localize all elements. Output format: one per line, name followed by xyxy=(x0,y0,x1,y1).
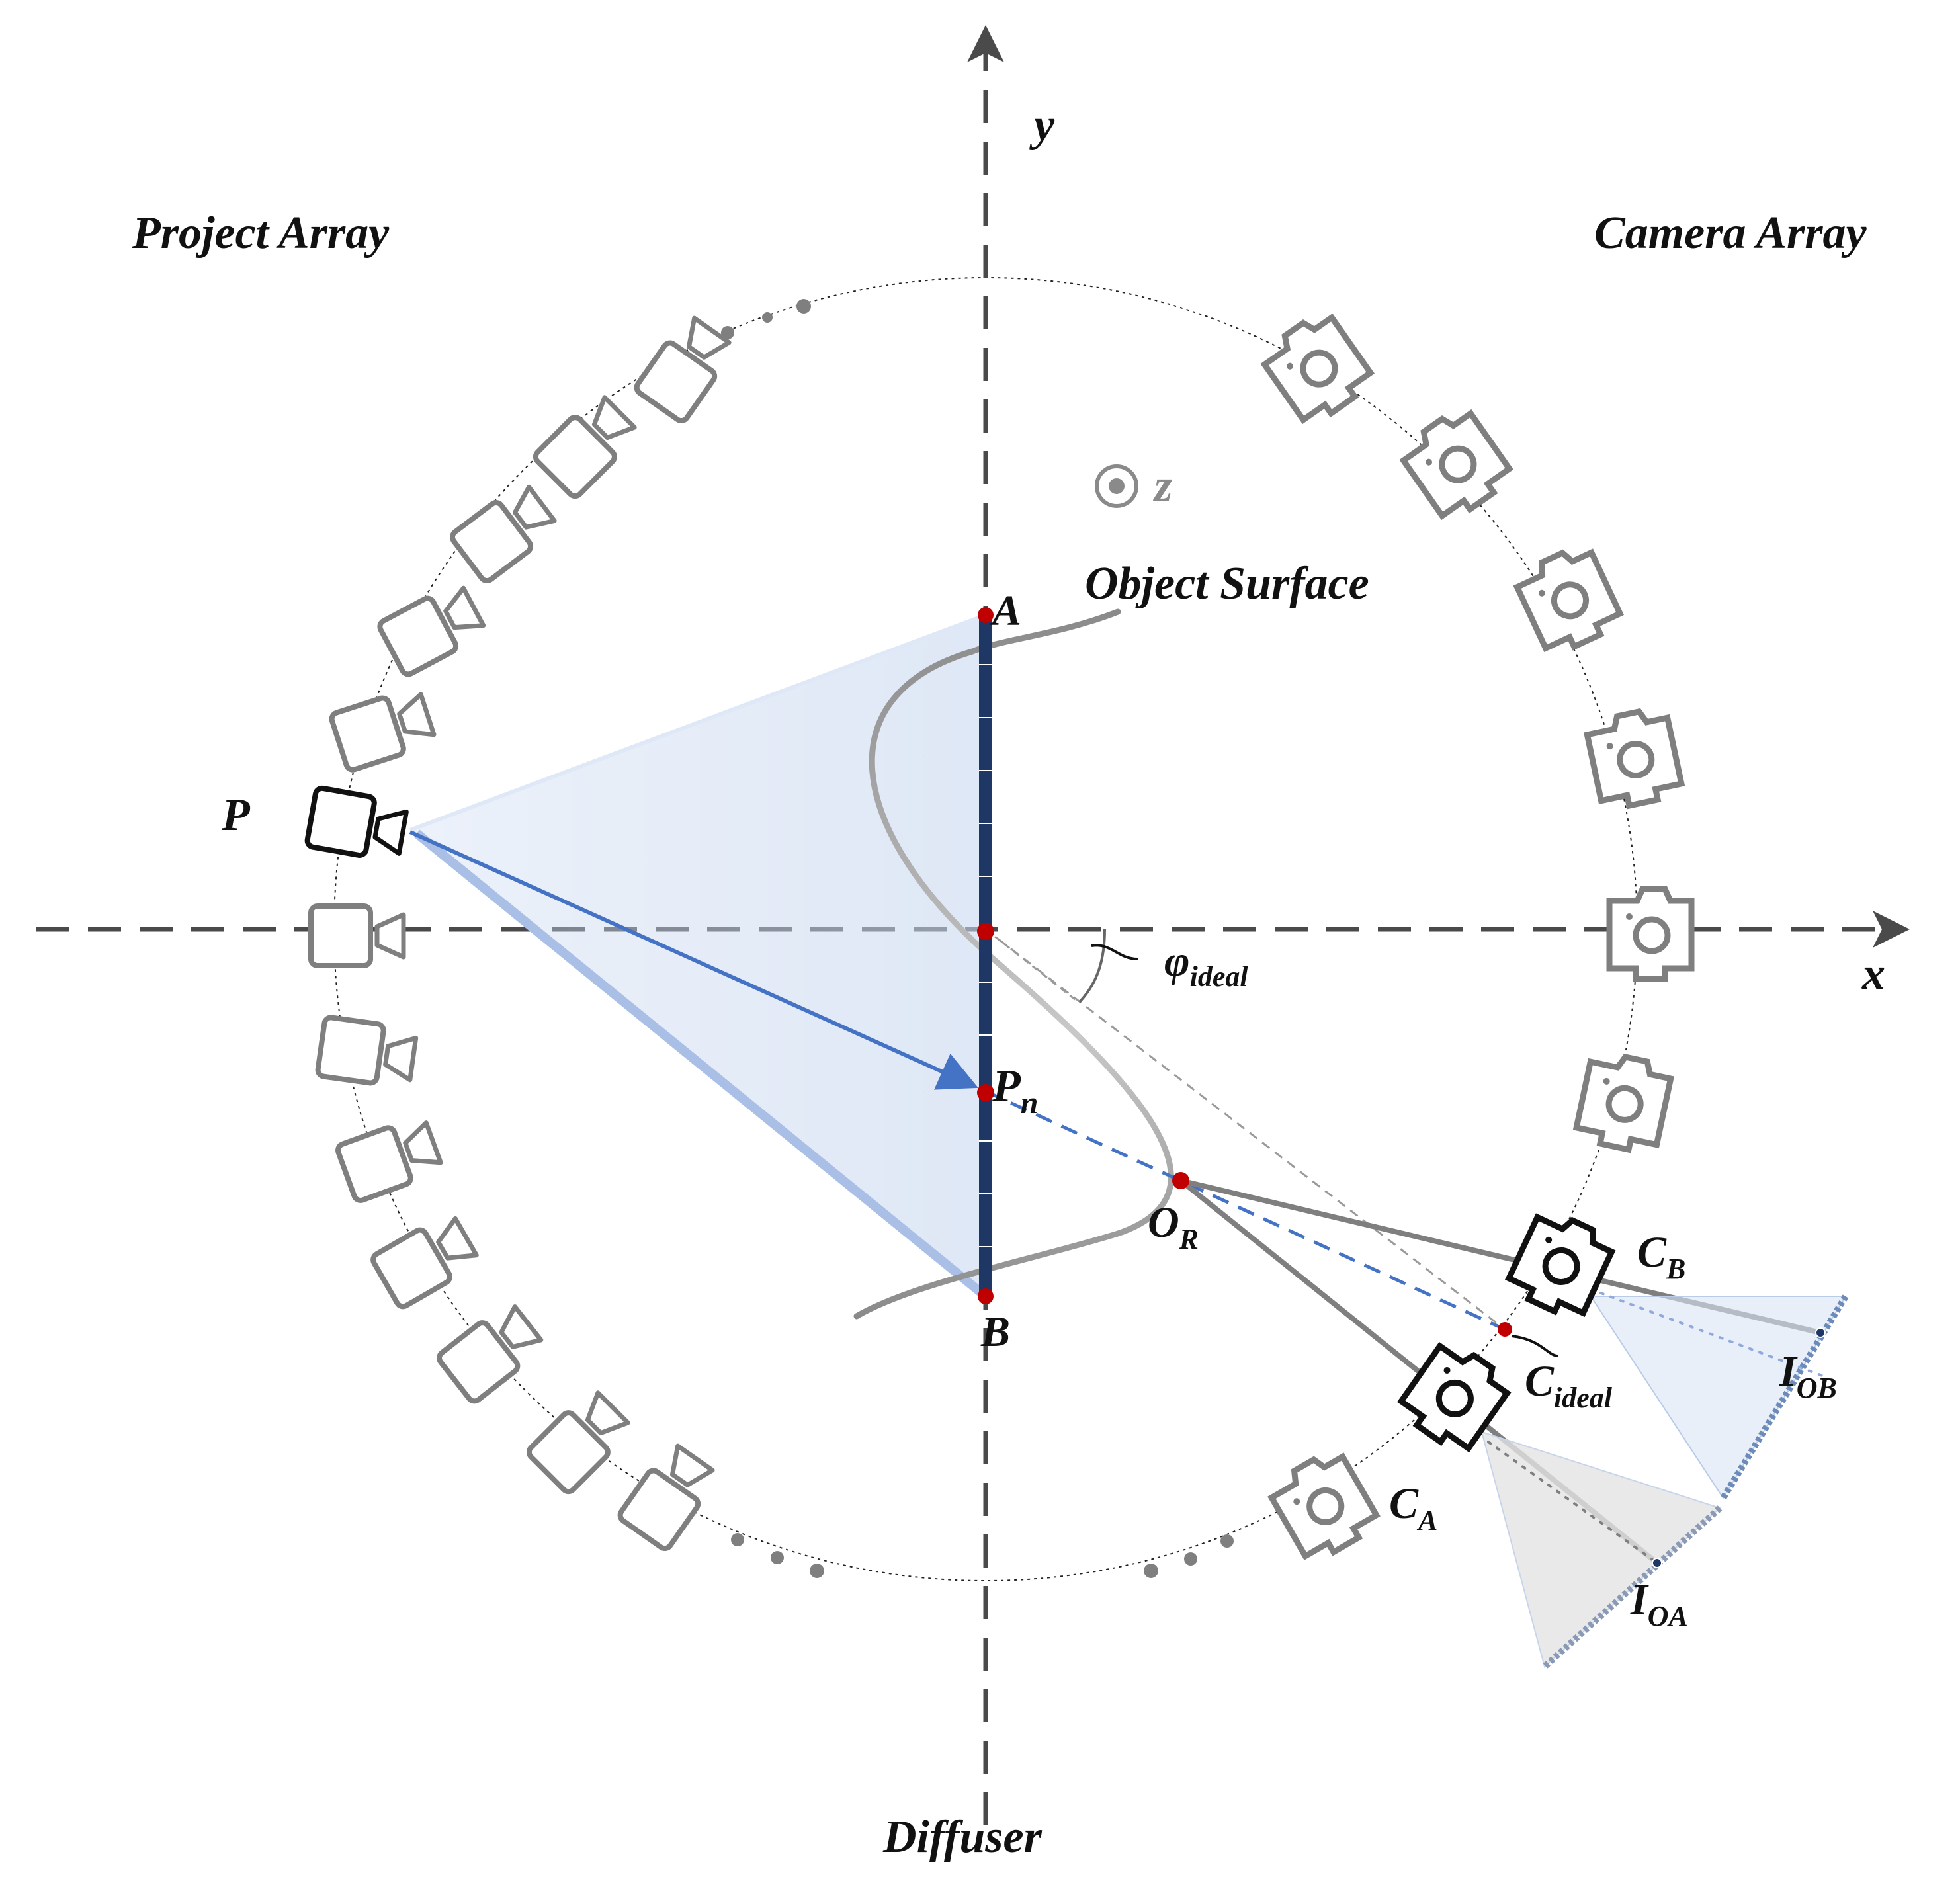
label-img-ioa: IOA xyxy=(1630,1575,1688,1632)
ellipsis-dots xyxy=(721,299,1234,1578)
label-project-array: Project Array xyxy=(132,208,390,259)
label-x-axis: x xyxy=(1861,948,1885,999)
camera-a-fov xyxy=(1480,1431,1721,1668)
label-diffuser: Diffuser xyxy=(882,1812,1043,1863)
label-img-iob: IOB xyxy=(1779,1347,1837,1404)
camera-a-axis xyxy=(1487,1441,1658,1564)
reflected-ray-ideal xyxy=(984,1089,1506,1331)
camera-b-axis xyxy=(1599,1292,1824,1377)
z-axis-symbol xyxy=(1095,464,1138,508)
image-points xyxy=(1652,1327,1826,1568)
projector-fov xyxy=(410,615,986,1296)
label-object-surface: Object Surface xyxy=(1085,558,1369,609)
label-y-axis: y xyxy=(1029,100,1055,151)
label-cam-cb: CB xyxy=(1637,1228,1685,1285)
angle-arc xyxy=(1078,929,1106,1003)
label-cam-ideal: Cideal xyxy=(1525,1357,1613,1414)
angle-reference-line xyxy=(985,928,1079,1003)
label-point-pn: Pn xyxy=(992,1061,1038,1120)
label-angle-phi: φideal xyxy=(1164,937,1248,993)
label-cam-ca: CA xyxy=(1389,1480,1437,1536)
projection-ray xyxy=(409,830,978,1090)
diffuser-bar xyxy=(979,615,992,1296)
projector-p-icon xyxy=(306,787,408,862)
label-point-or: OR xyxy=(1148,1198,1199,1255)
point-markers xyxy=(977,607,1512,1337)
label-projector-p: P xyxy=(221,790,251,841)
label-z-axis: z xyxy=(1153,460,1172,511)
label-point-b: B xyxy=(980,1308,1010,1356)
object-surface-curve xyxy=(853,608,1174,1320)
fov-lower-edge xyxy=(413,829,989,1300)
label-camera-array: Camera Array xyxy=(1594,208,1867,259)
fov-upper-edge xyxy=(409,613,987,832)
label-point-a: A xyxy=(990,587,1021,635)
ideal-dashed-line xyxy=(985,928,1506,1331)
diffuser-ticks xyxy=(979,664,992,1247)
cideal-leader xyxy=(1511,1335,1558,1357)
camera-b-fov xyxy=(1590,1296,1847,1499)
angle-leader xyxy=(1091,944,1138,960)
